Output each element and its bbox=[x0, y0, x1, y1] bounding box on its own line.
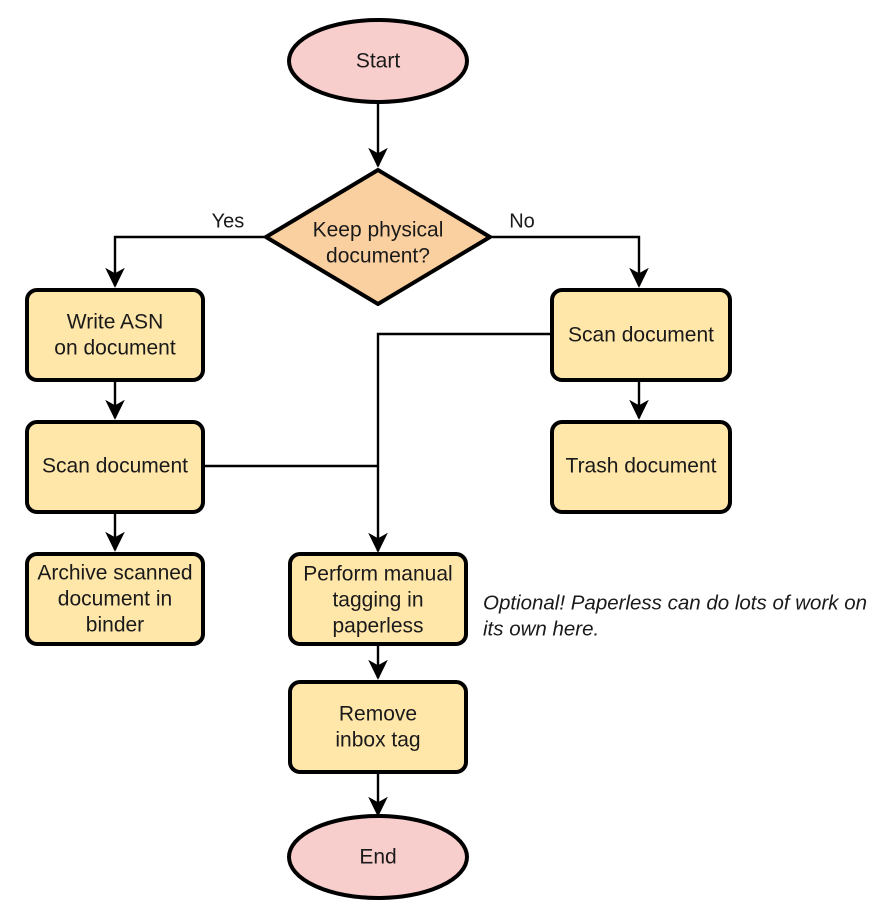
node-trash-document[interactable]: Trash document bbox=[550, 420, 732, 514]
manual-tagging-label-line-1: Perform manual bbox=[303, 563, 452, 586]
manual-tagging-label-line-2: tagging in bbox=[332, 589, 423, 612]
archive-label-line-3: binder bbox=[86, 614, 144, 637]
node-start[interactable]: Start bbox=[287, 18, 469, 104]
edge-decision-to-scan-right bbox=[472, 227, 649, 288]
scan-document-right-box-shape bbox=[550, 288, 732, 382]
write-asn-label-line-2: on document bbox=[54, 337, 176, 360]
node-end[interactable]: End bbox=[287, 814, 469, 900]
write-asn-label-line-1: Write ASN bbox=[67, 311, 163, 334]
node-remove-inbox-tag[interactable]: Remove inbox tag bbox=[288, 680, 468, 774]
node-scan-document-left[interactable]: Scan document bbox=[25, 420, 205, 514]
node-decision-keep-physical-document[interactable]: Keep physical document? bbox=[264, 168, 492, 306]
scan-document-left-box-shape bbox=[25, 420, 205, 514]
edge-scan-right-to-manual-tagging bbox=[368, 332, 552, 553]
optional-note-line-1: Optional! Paperless can do lots of work … bbox=[483, 591, 867, 614]
edge-label-no: No bbox=[509, 210, 535, 232]
node-write-asn-on-document[interactable]: Write ASN on document bbox=[25, 288, 205, 382]
end-label: End bbox=[359, 846, 396, 869]
archive-label-line-1: Archive scanned bbox=[37, 562, 192, 585]
manual-tagging-box-shape bbox=[288, 552, 468, 646]
manual-tagging-label-line-3: paperless bbox=[332, 615, 423, 638]
remove-inbox-tag-label-line-1: Remove bbox=[339, 703, 417, 726]
trash-document-label: Trash document bbox=[566, 455, 717, 478]
scan-document-right-label: Scan document bbox=[568, 324, 714, 347]
write-asn-box-shape bbox=[25, 288, 205, 382]
scan-document-left-label: Scan document bbox=[42, 455, 188, 478]
edge-label-layer: Yes No bbox=[212, 210, 535, 232]
archive-label-line-2: document in bbox=[58, 588, 172, 611]
edge-label-yes: Yes bbox=[212, 210, 245, 232]
archive-box-shape bbox=[25, 552, 205, 646]
end-terminator-shape bbox=[287, 814, 469, 900]
node-perform-manual-tagging-in-paperless[interactable]: Perform manual tagging in paperless bbox=[288, 552, 468, 646]
edge-decision-to-write-asn bbox=[105, 227, 284, 288]
node-layer: Start Keep physical document? Write ASN … bbox=[25, 18, 732, 900]
remove-inbox-tag-box-shape bbox=[288, 680, 468, 774]
optional-note-line-2: its own here. bbox=[483, 617, 599, 640]
annotation-layer: Optional! Paperless can do lots of work … bbox=[483, 591, 867, 640]
decision-diamond-shape bbox=[264, 168, 492, 306]
start-terminator-shape bbox=[287, 18, 469, 104]
start-label: Start bbox=[356, 50, 401, 73]
node-scan-document-right[interactable]: Scan document bbox=[550, 288, 732, 382]
trash-document-box-shape bbox=[550, 420, 732, 514]
remove-inbox-tag-label-line-2: inbox tag bbox=[335, 729, 420, 752]
edge-layer bbox=[105, 103, 649, 817]
node-archive-scanned-document-in-binder[interactable]: Archive scanned document in binder bbox=[25, 552, 205, 646]
decision-label-line-1: Keep physical bbox=[313, 219, 444, 242]
decision-label-line-2: document? bbox=[326, 245, 430, 268]
